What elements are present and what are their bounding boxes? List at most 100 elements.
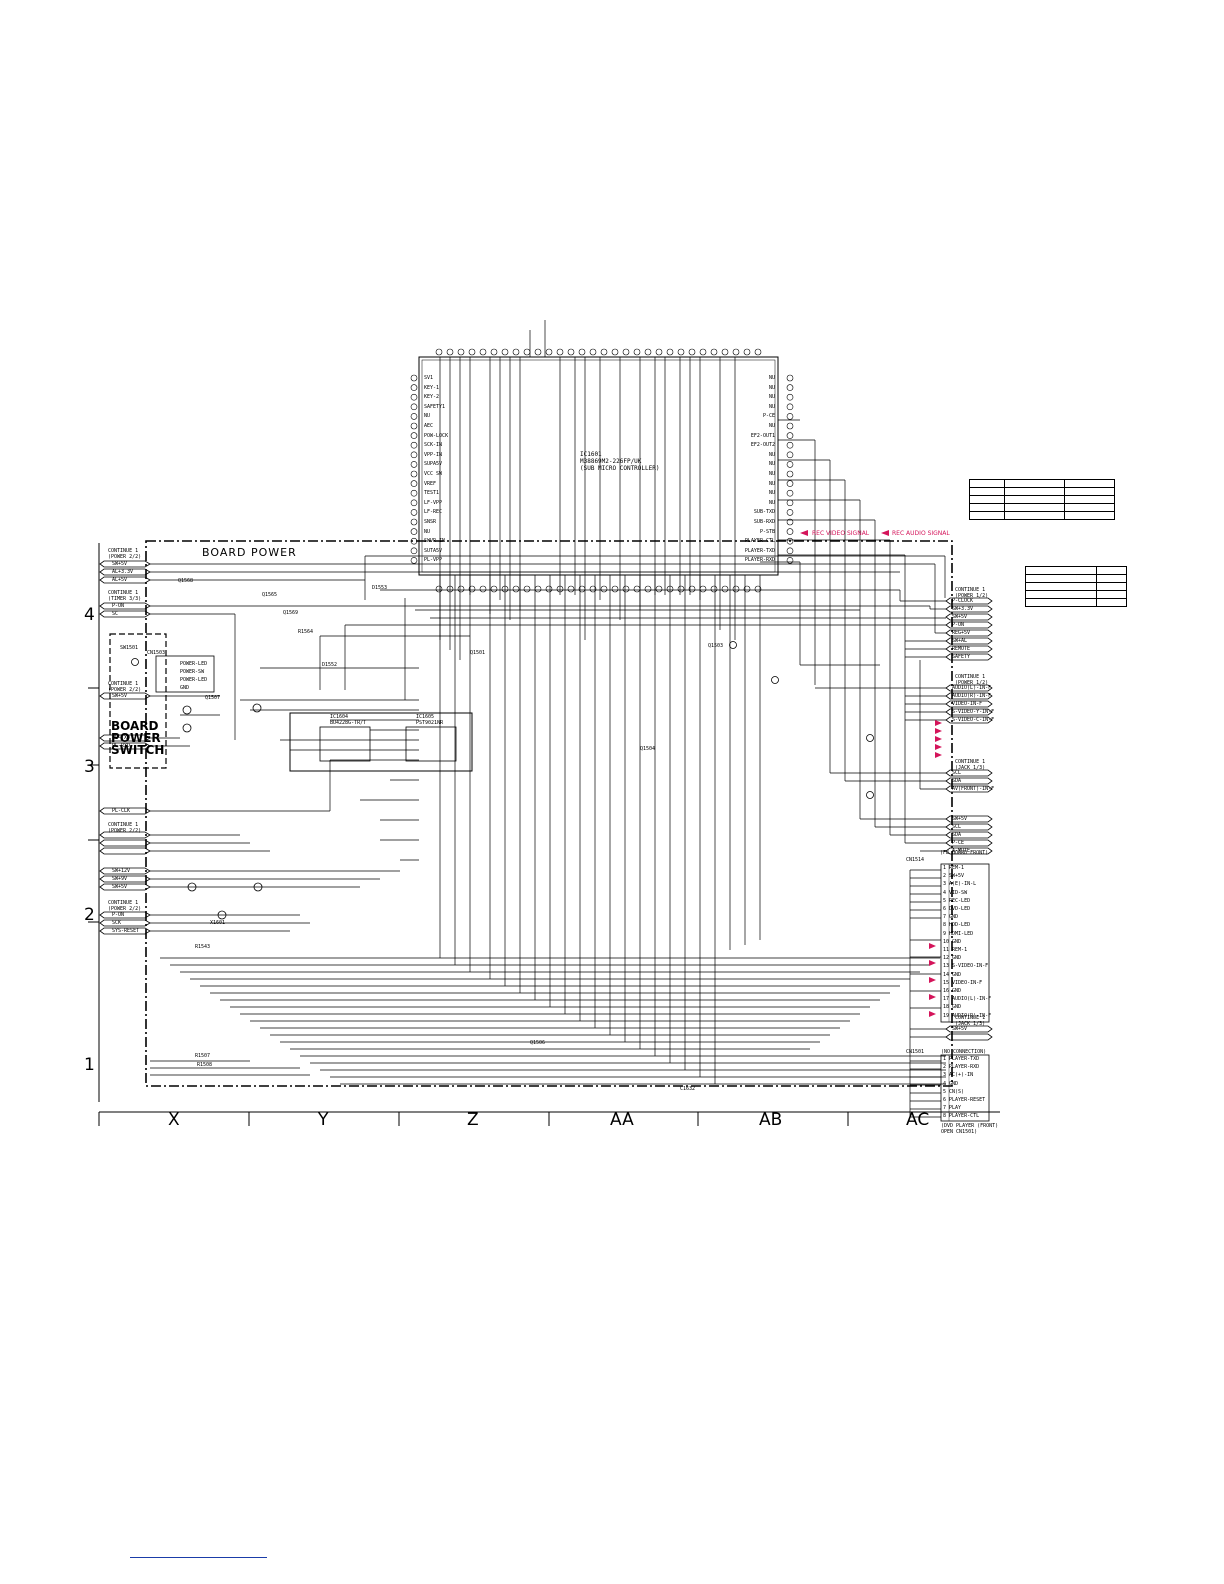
ic-top-pin — [523, 348, 531, 356]
sub-ic-1-part: BU4228G-TR/T — [330, 720, 367, 726]
right-signal-label: SAFETY — [952, 654, 971, 660]
ic-bottom-pin — [666, 585, 674, 593]
cn-front-pin: 15 VIDEO-IN-F — [943, 979, 983, 986]
ic-right-pin — [786, 441, 794, 449]
ic-left-pin-label: SV1 — [424, 375, 434, 381]
ic-bottom-pin — [600, 585, 608, 593]
zone-label-ab: AB — [759, 1110, 783, 1130]
ic-left-pin — [410, 499, 418, 507]
left-conn-2-label: CONTINUE 1 — [108, 590, 139, 596]
ic-left-pin-label: NU — [424, 528, 431, 535]
ic-left-pin — [410, 547, 418, 555]
ic-top-pin — [710, 348, 718, 356]
right-signal-label: P-ON — [952, 622, 965, 628]
left-signal-label: SW+5V — [112, 693, 128, 699]
cn-front-pin: 19 AUDIO(R)-IN-F — [943, 1012, 992, 1019]
right-signal-label: AUDIO(R)-IN-F — [952, 693, 992, 699]
cn-player-ref: CN1501 — [906, 1049, 925, 1055]
ic-left-pin-label: KEY-1 — [424, 384, 440, 391]
ic-right-pin-label: EF2-OUT2 — [750, 442, 775, 449]
ic-right-pin — [786, 499, 794, 507]
ic-top-pin — [490, 348, 498, 356]
right-conn-3-sub: (JACK 1/3) — [955, 765, 986, 771]
sub-ic-2-ref: IC1605 — [416, 714, 435, 720]
ic-top-pin — [688, 348, 696, 356]
ic-left-pin — [410, 528, 418, 535]
ic-bottom-pin — [622, 585, 630, 593]
cn-front-pin: 5 REC-LED — [943, 897, 971, 904]
ic-left-pin — [410, 518, 418, 526]
left-signal-label: SC — [112, 611, 119, 617]
ic-bottom-pin — [644, 585, 652, 593]
ic-right-pin-label: P-CE — [762, 413, 775, 420]
ic-right-pin-label: NU — [768, 461, 775, 468]
row-label-1: 1 — [84, 1055, 95, 1075]
component-label: D1553 — [372, 585, 388, 591]
ic-left-pin — [410, 470, 418, 478]
ic-right-pin-label: NU — [768, 384, 775, 391]
ic-right-pin-label: NU — [768, 499, 775, 506]
row-label-2: 2 — [84, 905, 95, 925]
cn-front-pin: 8 HDD-LED — [943, 922, 971, 929]
component-label: Q1507 — [205, 695, 221, 701]
left-conn-5-label: CONTINUE 1 — [108, 900, 139, 906]
component-label: C1632 — [680, 1086, 696, 1092]
right-conn-2-sub: (POWER 1/2) — [955, 680, 989, 686]
component-label: R1543 — [195, 944, 211, 950]
right-signal-label: REMOTE — [952, 646, 971, 652]
left-conn-3: CONTINUE 1(POWER 2/2) — [108, 681, 141, 693]
ic-left-pin — [410, 393, 418, 401]
component-label: R1508 — [197, 1062, 213, 1068]
left-conn-1-sub: (POWER 2/2) — [108, 554, 142, 560]
left-conn-3-label: CONTINUE 1 — [108, 681, 139, 687]
left-signal-label: SW+9V — [112, 876, 128, 882]
ic-top-pin — [501, 348, 509, 356]
right-conn-3: CONTINUE 1(JACK 1/3) — [955, 759, 985, 771]
cn-front-pin: 18 GND — [943, 1004, 962, 1011]
zone-label-y: Y — [318, 1110, 329, 1130]
ic-bottom-pin — [545, 585, 553, 593]
ic-left-pin — [410, 384, 418, 391]
ic-bottom-pin — [611, 585, 619, 593]
ic-right-pin — [786, 557, 794, 564]
left-signal-label: SYS-RESET — [112, 928, 140, 934]
right-signal-label: S-VIDEO-C-IN-F — [952, 717, 995, 723]
right-conn-2-label: CONTINUE 1 — [955, 674, 986, 680]
ic-right-pin — [786, 547, 794, 555]
ic-bottom-pin — [556, 585, 564, 593]
ic-top-pin — [644, 348, 652, 356]
cn-front-pin: 9 HDMI-LED — [943, 930, 974, 937]
cn-player-pin: 6 PLAYER-RESET — [943, 1097, 986, 1103]
component-label: D1552 — [322, 662, 338, 668]
ic-left-pin-label: VPP-IN — [424, 451, 443, 458]
right-conn-1-sub: (POWER 1/2) — [955, 593, 989, 599]
left-signal-label: P-ON — [112, 912, 125, 918]
ic-left-pin-label: LF-REC — [424, 509, 443, 516]
ic-right-pin-label: NU — [768, 403, 775, 410]
ic-top-pin — [699, 348, 707, 356]
component-label: Q1506 — [530, 1040, 546, 1046]
ic-right-pin — [786, 451, 794, 459]
ic-right-pin-label: NU — [768, 423, 775, 429]
ic-top-pin — [435, 348, 443, 356]
ic-left-pin-label: SWVR-IN — [424, 538, 446, 545]
cn1503-label: CN1503 — [147, 650, 166, 656]
ic-top-pin — [578, 348, 586, 356]
component-label: R1564 — [298, 629, 314, 635]
left-conn-1-label: CONTINUE 1 — [108, 548, 139, 554]
ic-right-pin — [786, 537, 794, 545]
component-label: Q1568 — [178, 578, 194, 584]
zone-label-z: Z — [467, 1110, 479, 1130]
ic-right-pin — [786, 432, 794, 439]
cn-front-pin: 1 REM-1 — [943, 865, 965, 871]
right-signal-label: AV(FRONT)-IN-F — [952, 786, 995, 792]
ic-bottom-pin — [457, 585, 465, 593]
ic-right-pin-label: NU — [768, 394, 775, 401]
ic-bottom-pin — [699, 585, 707, 593]
cn-player-footer: (DVD PLAYER (FRONT) OPEN CN1501) — [941, 1123, 999, 1135]
right-conn-4-label: CONTINUE 1 — [955, 1015, 986, 1021]
ic-top-pin — [545, 348, 553, 356]
switch-pin2: POWER-SW — [180, 669, 205, 675]
ic-top-pin — [666, 348, 674, 356]
